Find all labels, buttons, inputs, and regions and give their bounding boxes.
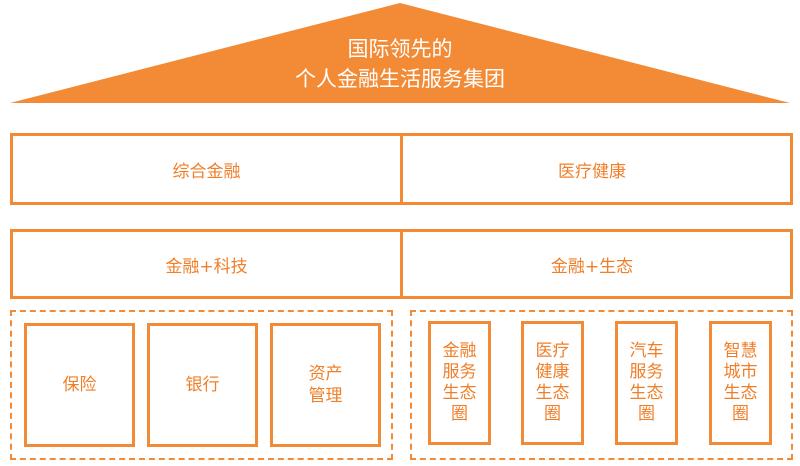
pillar-smartcity-eco-line2: 城市: [723, 362, 758, 382]
pillar-auto-ecosystem: 汽车 服务 生态 圈: [615, 321, 678, 445]
pillar-auto-eco-line4: 圈: [638, 404, 655, 424]
pillar-smartcity-ecosystem: 智慧 城市 生态 圈: [709, 321, 772, 445]
pillar-health-eco-line1: 医疗: [535, 341, 570, 361]
pillar-asset-management: 资产 管理: [270, 323, 381, 447]
roof-triangle: [10, 3, 790, 103]
pillar-bank-label: 银行: [185, 375, 220, 395]
pillar-smartcity-eco-line4: 圈: [732, 404, 749, 424]
pillar-smartcity-eco-line1: 智慧: [723, 341, 758, 361]
tier1-divider: [400, 136, 403, 202]
pillar-auto-eco-line1: 汽车: [629, 341, 664, 361]
right-pillar-group: [410, 310, 793, 460]
tier2-divider: [400, 232, 403, 296]
pillar-health-eco-line2: 健康: [535, 362, 570, 382]
tier1-left-label: 综合金融: [172, 161, 241, 182]
pillar-finance-eco-line3: 生态: [442, 383, 477, 403]
roof-title-line1: 国际领先的: [347, 37, 453, 61]
pillar-insurance: 保险: [24, 323, 135, 447]
roof-title-line2: 个人金融生活服务集团: [295, 67, 505, 91]
pillar-auto-eco-line3: 生态: [629, 383, 664, 403]
pillar-smartcity-eco-line3: 生态: [723, 383, 758, 403]
tier2-row: 金融+科技 金融+生态: [10, 229, 793, 299]
pillar-asset-line2: 管理: [308, 386, 343, 406]
tier1-right-label: 医疗健康: [558, 161, 626, 182]
pillar-health-eco-line4: 圈: [544, 404, 561, 424]
roof-title: 国际领先的 个人金融生活服务集团: [200, 34, 600, 94]
left-pillar-group: [10, 310, 393, 460]
tier1-row: 综合金融 医疗健康: [10, 133, 793, 205]
pillar-auto-eco-line2: 服务: [629, 362, 664, 382]
tier2-left-label: 金融+科技: [165, 256, 248, 277]
pillar-finance-eco-line2: 服务: [442, 362, 477, 382]
pillar-health-eco-line3: 生态: [535, 383, 570, 403]
pillar-finance-eco-line1: 金融: [442, 341, 477, 361]
pillar-finance-eco-line4: 圈: [451, 404, 468, 424]
pillar-bank: 银行: [147, 323, 258, 447]
pillar-finance-ecosystem: 金融 服务 生态 圈: [428, 321, 491, 445]
pillar-health-ecosystem: 医疗 健康 生态 圈: [521, 321, 584, 445]
pillar-asset-line1: 资产: [308, 364, 343, 384]
pillar-insurance-label: 保险: [62, 375, 97, 395]
tier2-right-label: 金融+生态: [550, 256, 634, 277]
